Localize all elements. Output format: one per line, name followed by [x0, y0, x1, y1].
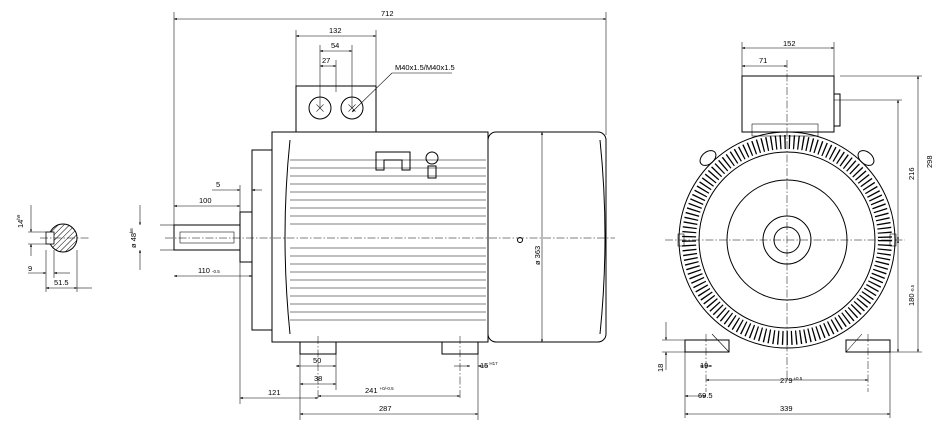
foot-width-label: 50 [313, 356, 321, 365]
foot-span-label: 279±0.5 [780, 376, 803, 385]
foot-offset-label: 38 [314, 374, 322, 383]
shaft-key-depth-label: 51.5 [54, 278, 69, 287]
shaft-to-foot-label: 121 [268, 388, 281, 397]
cable-gland-label: M40x1.5/M40x1.5 [395, 63, 455, 72]
foot-left-end [684, 339, 730, 353]
shaft-length-label: 100 [199, 196, 212, 205]
cable-gland-right [340, 96, 364, 120]
end-view: 152 71 298 216 180-0.5 [656, 39, 934, 418]
terminal-box-end [741, 75, 835, 133]
flange-to-shaft-end-label: 110-0.5 [198, 266, 220, 275]
box-width-end-label: 152 [783, 39, 796, 48]
shaft-diameter-label: ø 48k6 [129, 228, 138, 248]
shaft-key-section-view: 14h9 9 51.5 [16, 205, 92, 292]
overall-height-label: 298 [925, 155, 934, 168]
box-offset-end-label: 71 [759, 56, 767, 65]
lifting-eye-left [699, 150, 717, 166]
cable-gland-left [308, 96, 332, 120]
centre-height-label: 180-0.5 [907, 284, 916, 306]
foot-hole-diameter-label: 15H17 [480, 361, 498, 370]
foot-thickness-label: 18 [656, 364, 665, 372]
gland-offset-label: 27 [322, 56, 330, 65]
fan-cover [487, 131, 607, 343]
foot-total-width-label: 339 [780, 404, 793, 413]
eye-bolt [425, 151, 439, 165]
cooling-fins [290, 159, 486, 321]
terminal-box [295, 85, 377, 133]
lifting-eye-right [857, 150, 875, 166]
overall-length-label: 712 [381, 9, 394, 18]
flange [251, 149, 273, 331]
gland-spacing-label: 54 [331, 41, 339, 50]
key-width-label: 9 [28, 264, 32, 273]
stator-housing [271, 131, 489, 343]
key-height-label: 14h9 [16, 214, 25, 228]
terminal-box-width-label: 132 [329, 26, 342, 35]
foot-length-label: 287 [379, 404, 392, 413]
foot-hole-size-label: 19 [700, 361, 708, 370]
cable-gland-end [833, 93, 841, 127]
side-view: 712 132 54 27 M40x1.5/M40x1.5 [129, 9, 615, 420]
shaft-key [179, 231, 235, 244]
box-top-to-centre-label: 216 [907, 167, 916, 180]
lifting-lug [375, 151, 411, 171]
shaft-shoulder-label: 5 [216, 180, 220, 189]
housing-diameter-label: ø 363 [533, 246, 542, 265]
foot-edge-offset-label: 69.5 [698, 391, 713, 400]
foot-hole-distance-label: 241+0/-0.5 [365, 386, 394, 395]
shaft [173, 224, 241, 251]
